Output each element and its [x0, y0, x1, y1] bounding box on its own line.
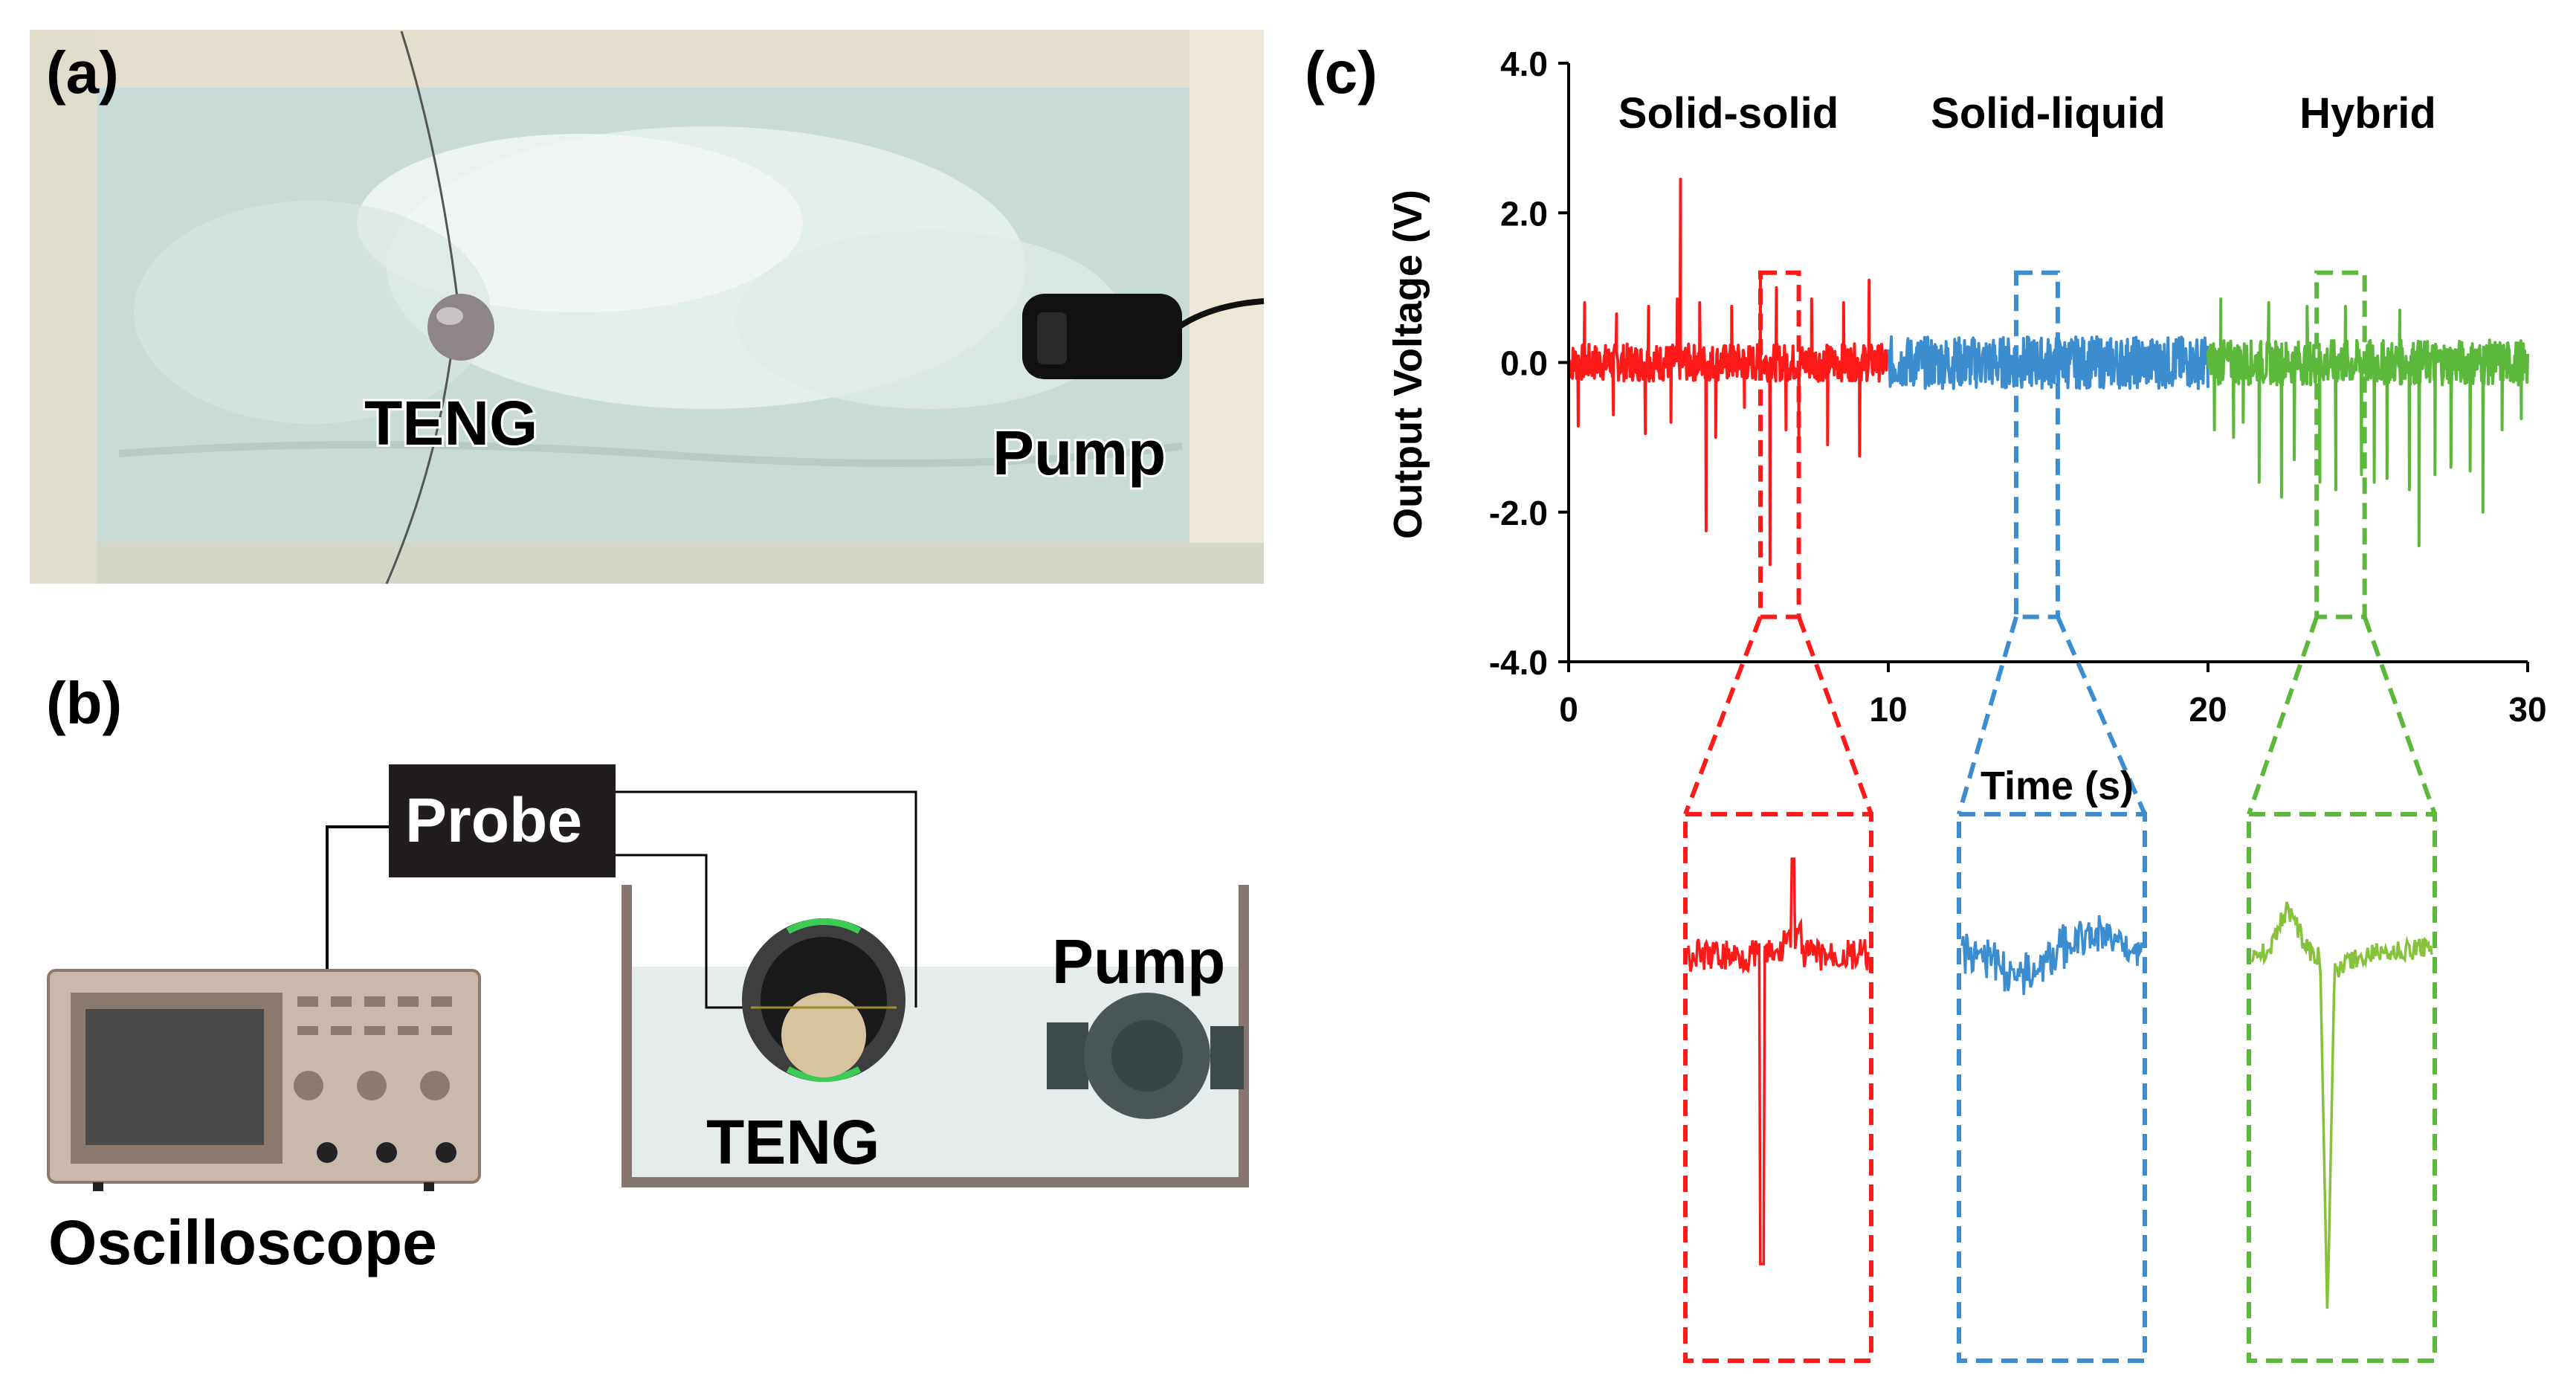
zoom-window: [1758, 270, 1801, 619]
zoom-inset: [1683, 812, 1873, 1363]
pump-cable: [1176, 298, 1265, 330]
teng-electrode-bottom: [786, 1066, 862, 1082]
teng-ball-highlight: [436, 307, 463, 325]
probe-label: Probe: [405, 785, 582, 855]
y-tick-label: -2.0: [1489, 494, 1548, 532]
panel-a: (a) TENG Pump: [30, 30, 1265, 584]
teng-electrode-top: [786, 918, 862, 934]
zoom-inset-trace: [1687, 857, 1870, 1266]
tank-inner-rim: [30, 30, 1264, 88]
zoom-connector: [2056, 616, 2147, 816]
chart-axes: 4.0 2.0 0.0 -2.0 -4.0 0 10 20 30: [1489, 45, 2547, 729]
panel-b: (b) Probe TENG Pump: [46, 670, 1249, 1277]
zoom-connector: [2362, 616, 2437, 816]
series-annotation: Hybrid: [2299, 89, 2436, 138]
water-foam: [134, 201, 491, 424]
zoom-window: [2014, 270, 2060, 619]
pump-grille: [1037, 312, 1067, 364]
pump-label: Pump: [992, 418, 1166, 488]
x-axis-title: Time (s): [1981, 764, 2134, 808]
teng-label: TENG: [706, 1107, 879, 1177]
series-line-hybrid: [2207, 297, 2529, 547]
chart-zooms: [1683, 270, 2437, 1363]
series-line-solid-solid: [1567, 178, 1890, 567]
panel-a-letter: (a): [46, 39, 119, 106]
tank-bottom-wall: [30, 543, 1264, 584]
panel-b-letter: (b): [46, 670, 122, 736]
pump-outlet: [1210, 1026, 1244, 1089]
x-tick-label: 20: [2189, 690, 2227, 729]
series-line-solid-liquid: [1887, 335, 2209, 390]
zoom-connector: [1796, 616, 1873, 816]
teng-ball: [427, 294, 494, 361]
teng-inner-ball: [781, 993, 866, 1077]
teng-label: TENG: [364, 388, 538, 458]
probe-wire-top: [616, 790, 917, 1008]
tank-left-wall: [30, 30, 97, 584]
panel-c-letter: (c): [1305, 39, 1378, 106]
chart-annotations: Solid-solid Solid-liquid Hybrid: [1618, 89, 2436, 138]
zoom-connector: [1683, 616, 1763, 816]
zoom-inset: [2247, 812, 2437, 1363]
x-tick-label: 30: [2508, 690, 2546, 729]
oscilloscope-foot-right: [424, 1182, 434, 1191]
series-annotation: Solid-liquid: [1931, 89, 2166, 138]
y-tick-label: 4.0: [1500, 45, 1548, 83]
y-axis-title: Output Voltage (V): [1386, 190, 1430, 539]
probe-box: [389, 764, 616, 877]
pump-face: [1111, 1020, 1183, 1092]
x-tick-label: 10: [1869, 690, 1907, 729]
oscilloscope-screen: [85, 1009, 264, 1145]
zoom-inset-trace: [1960, 915, 2143, 996]
chart-traces: [1567, 178, 2529, 567]
y-tick-label: -4.0: [1489, 643, 1548, 682]
pump-side-block: [1047, 1022, 1088, 1089]
zoom-inset: [1957, 812, 2147, 1363]
series-annotation: Solid-solid: [1618, 89, 1839, 138]
oscilloscope-foot-left: [93, 1182, 103, 1191]
panel-c: (c) 4.0 2.0 0.0 -2.0 -4.0 0 10 20 30 Solid-solid…: [1305, 39, 2547, 1363]
x-tick-label: 0: [1559, 690, 1578, 729]
pump-label: Pump: [1052, 926, 1225, 996]
water-ripple: [118, 440, 1183, 468]
y-tick-label: 0.0: [1500, 344, 1548, 383]
zoom-window: [2314, 270, 2367, 619]
oscilloscope-controls: [294, 996, 456, 1163]
zoom-connector: [1957, 616, 2018, 815]
zoom-inset-trace: [2250, 901, 2433, 1309]
probe-wire-bottom: [616, 854, 751, 1009]
y-tick-label: 2.0: [1500, 194, 1548, 233]
zoom-connector: [2247, 616, 2320, 815]
oscilloscope-label: Oscilloscope: [48, 1208, 437, 1277]
